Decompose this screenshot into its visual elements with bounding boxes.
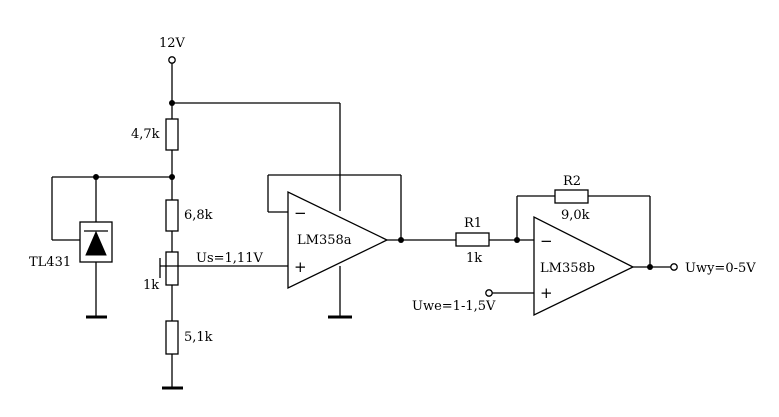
output-terminal xyxy=(670,263,678,271)
resistor-r1 xyxy=(455,232,490,247)
label-uwe: Uwe=1-1,5V xyxy=(412,299,496,314)
label-r2-name: R2 xyxy=(563,174,581,189)
label-pot: 1k xyxy=(143,278,159,293)
opamp-a-minus-sign: − xyxy=(294,204,307,222)
label-r-mid: 6,8k xyxy=(184,208,213,223)
resistor-5k1 xyxy=(165,320,179,355)
label-r1-value: 1k xyxy=(466,251,482,266)
label-opamp-b: LM358b xyxy=(540,261,595,276)
opamp-b-minus-sign: − xyxy=(540,232,553,250)
potentiometer-1k xyxy=(165,251,179,286)
junction-ref-divider xyxy=(169,174,175,180)
opamp-a-body xyxy=(287,190,389,290)
label-r-bot: 5,1k xyxy=(184,330,213,345)
opamp-a-plus-sign: + xyxy=(294,258,307,276)
label-supply: 12V xyxy=(159,36,186,51)
label-r2-value: 9,0k xyxy=(561,208,590,223)
junction-supply xyxy=(169,100,175,106)
label-opamp-a: LM358a xyxy=(297,233,352,248)
label-tl431: TL431 xyxy=(29,255,71,270)
label-r-top: 4,7k xyxy=(131,127,160,142)
opamp-b-body xyxy=(533,215,635,317)
tl431-triangle xyxy=(85,230,107,256)
label-uwy: Uwy=0-5V xyxy=(685,261,756,276)
resistor-4k7 xyxy=(165,118,179,151)
label-us: Us=1,11V xyxy=(196,251,263,266)
junction-opamp-b-out xyxy=(647,264,653,270)
resistor-r2 xyxy=(554,189,589,204)
label-r1-name: R1 xyxy=(464,216,482,231)
supply-terminal xyxy=(168,56,176,64)
opamp-b-plus-sign: + xyxy=(540,284,553,302)
resistor-6k8 xyxy=(165,199,179,232)
input-terminal-uwe xyxy=(485,289,493,297)
